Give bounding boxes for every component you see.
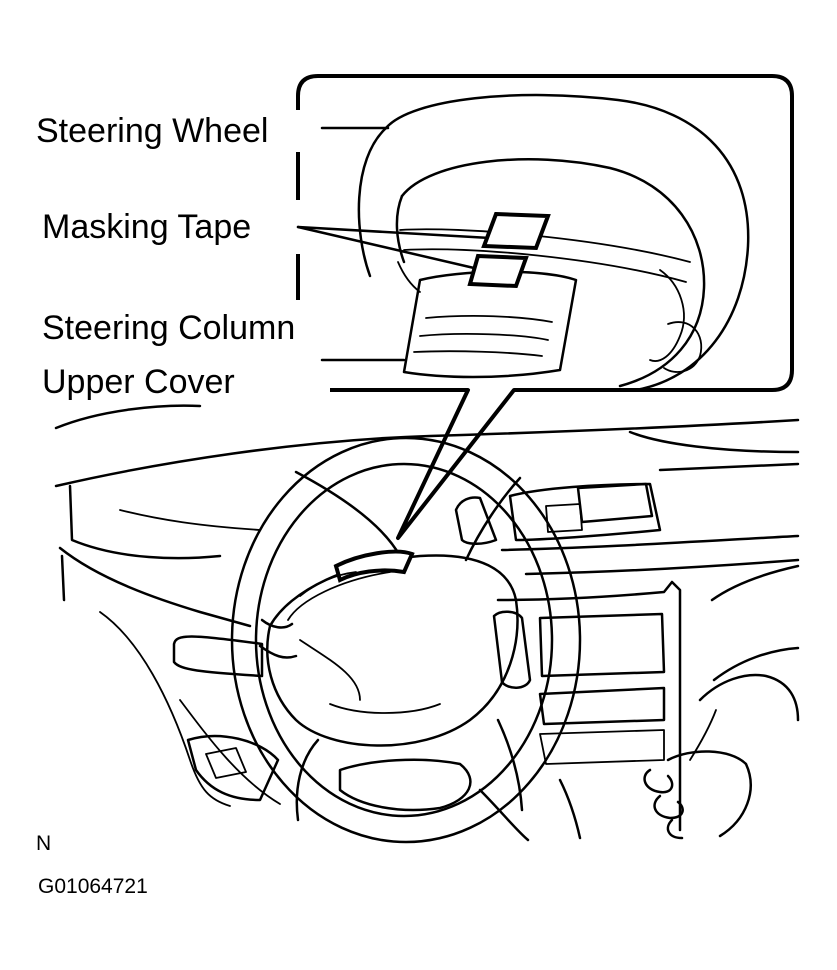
hand (643, 673, 800, 840)
leader-lines (296, 126, 492, 362)
magnified-steering-wheel (357, 93, 750, 392)
masking-tape-upper (481, 211, 551, 251)
label-steering-column-line1: Steering Column (42, 309, 295, 347)
footer-letter: N (36, 832, 51, 855)
label-masking-tape: Masking Tape (42, 208, 251, 246)
masking-tape-lower (467, 253, 529, 289)
steering-wheel (230, 436, 582, 844)
dashboard (54, 404, 800, 842)
label-steering-column-line2: Upper Cover (42, 363, 235, 401)
label-steering-wheel: Steering Wheel (36, 112, 268, 150)
magnified-view-frame (296, 74, 794, 540)
figure-id: G01064721 (38, 875, 148, 898)
